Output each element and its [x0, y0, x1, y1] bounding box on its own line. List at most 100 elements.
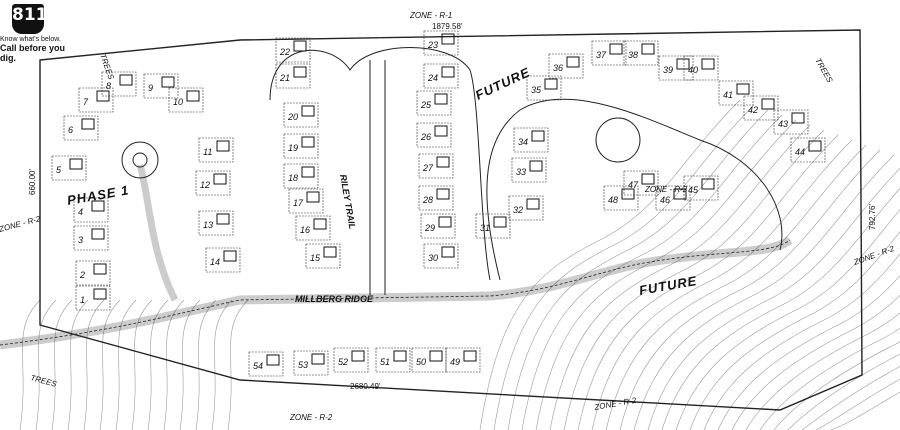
trees-label-2: TREES	[98, 53, 116, 82]
lot-number: 24	[427, 73, 438, 83]
building-envelope	[293, 66, 307, 78]
zone-left: ZONE - R-2	[0, 214, 42, 234]
lot-number: 27	[422, 163, 434, 173]
lot-number: 31	[480, 223, 490, 233]
lot-boundary	[51, 155, 87, 181]
building-envelope	[161, 76, 175, 88]
lot-number: 35	[531, 85, 542, 95]
lot-47: 47	[623, 170, 659, 196]
lot-boundary	[288, 188, 324, 214]
contour-line	[227, 299, 249, 430]
lot-9: 9	[143, 73, 179, 99]
lot-number: 15	[310, 253, 321, 263]
lot-boundary	[683, 175, 719, 201]
millberg-ridge-road	[0, 236, 793, 350]
topographic-contours	[19, 99, 900, 430]
building-envelope	[223, 250, 237, 262]
lot-23: 23	[423, 30, 459, 56]
lot-boundary	[73, 197, 109, 223]
lot-49: 49	[445, 347, 481, 373]
lot-number: 4	[78, 207, 83, 217]
lot-boundary	[168, 87, 204, 113]
lot-number: 41	[723, 90, 733, 100]
contour-line	[731, 294, 900, 430]
contour-line	[535, 119, 797, 430]
building-envelope	[808, 140, 822, 152]
building-envelope	[791, 112, 805, 124]
building-envelope	[93, 288, 107, 300]
lot-12: 12	[195, 170, 231, 196]
lot-number: 13	[203, 220, 213, 230]
lot-2: 2	[75, 260, 111, 286]
lot-number: 45	[688, 185, 699, 195]
lot-boundary	[591, 40, 627, 66]
lot-boundary	[195, 170, 231, 196]
lot-13: 13	[198, 210, 234, 236]
dimension-right: 792.76'	[868, 204, 877, 230]
lot-boundary	[375, 347, 411, 373]
lot-boundary	[511, 157, 547, 183]
contour-line	[591, 139, 853, 430]
contour-line	[787, 353, 900, 430]
trees-label-1: TREES	[29, 373, 58, 389]
contour-line	[521, 114, 783, 430]
lot-number: 46	[660, 195, 670, 205]
lot-boundary	[790, 137, 826, 163]
contour-line	[115, 299, 137, 430]
contour-line	[815, 378, 900, 430]
lot-24: 24	[423, 63, 459, 89]
lot-number: 20	[287, 112, 298, 122]
lot-25: 25	[416, 90, 452, 116]
building-envelope	[301, 105, 315, 117]
contour-line	[661, 187, 900, 430]
contour-line	[801, 366, 900, 430]
lot-number: 52	[338, 357, 348, 367]
building-envelope	[213, 173, 227, 185]
building-envelope	[441, 33, 455, 45]
lot-number: 43	[778, 119, 788, 129]
lot-11: 11	[198, 137, 234, 163]
dimension-left: 660.00'	[28, 169, 37, 195]
lot-boundary	[623, 40, 659, 66]
building-envelope	[323, 246, 337, 258]
building-envelope	[91, 200, 105, 212]
lot-number: 32	[513, 205, 523, 215]
lot-boundary	[508, 195, 544, 221]
lot-boundary	[75, 285, 111, 311]
future-label-bottom: FUTURE	[638, 273, 698, 298]
building-envelope	[529, 160, 543, 172]
contour-line	[647, 167, 900, 430]
lot-38: 38	[623, 40, 659, 66]
lot-number: 30	[428, 253, 438, 263]
lot-51: 51	[375, 347, 411, 373]
tagline-line1: Know what's below.	[0, 36, 61, 43]
contour-line	[703, 253, 900, 430]
lot-number: 40	[688, 65, 698, 75]
lot-number: 10	[173, 97, 183, 107]
lot-number: 28	[422, 195, 433, 205]
lot-36: 36	[548, 53, 584, 79]
contour-line	[675, 209, 900, 430]
lot-boundary	[475, 213, 511, 239]
lot-52: 52	[333, 347, 369, 373]
811-logo: 811	[12, 4, 48, 34]
lot-number: 49	[450, 357, 460, 367]
riley-trail-label: RILEY TRAIL	[338, 174, 357, 230]
lot-number: 6	[68, 125, 73, 135]
lot-6: 6	[63, 115, 99, 141]
lot-4: 4	[73, 197, 109, 223]
lot-35: 35	[526, 75, 562, 101]
lot-33: 33	[511, 157, 547, 183]
property-boundary	[39, 29, 863, 411]
lot-10: 10	[168, 87, 204, 113]
lot-boundary	[305, 243, 341, 269]
building-envelope	[216, 213, 230, 225]
zone-top: ZONE - R-1	[409, 11, 452, 20]
building-envelope	[441, 246, 455, 258]
lot-boundary	[603, 185, 639, 211]
lot-number: 37	[596, 50, 607, 60]
contour-line	[549, 124, 811, 430]
lot-46: 46	[655, 185, 691, 211]
lot-boundary	[295, 215, 331, 241]
